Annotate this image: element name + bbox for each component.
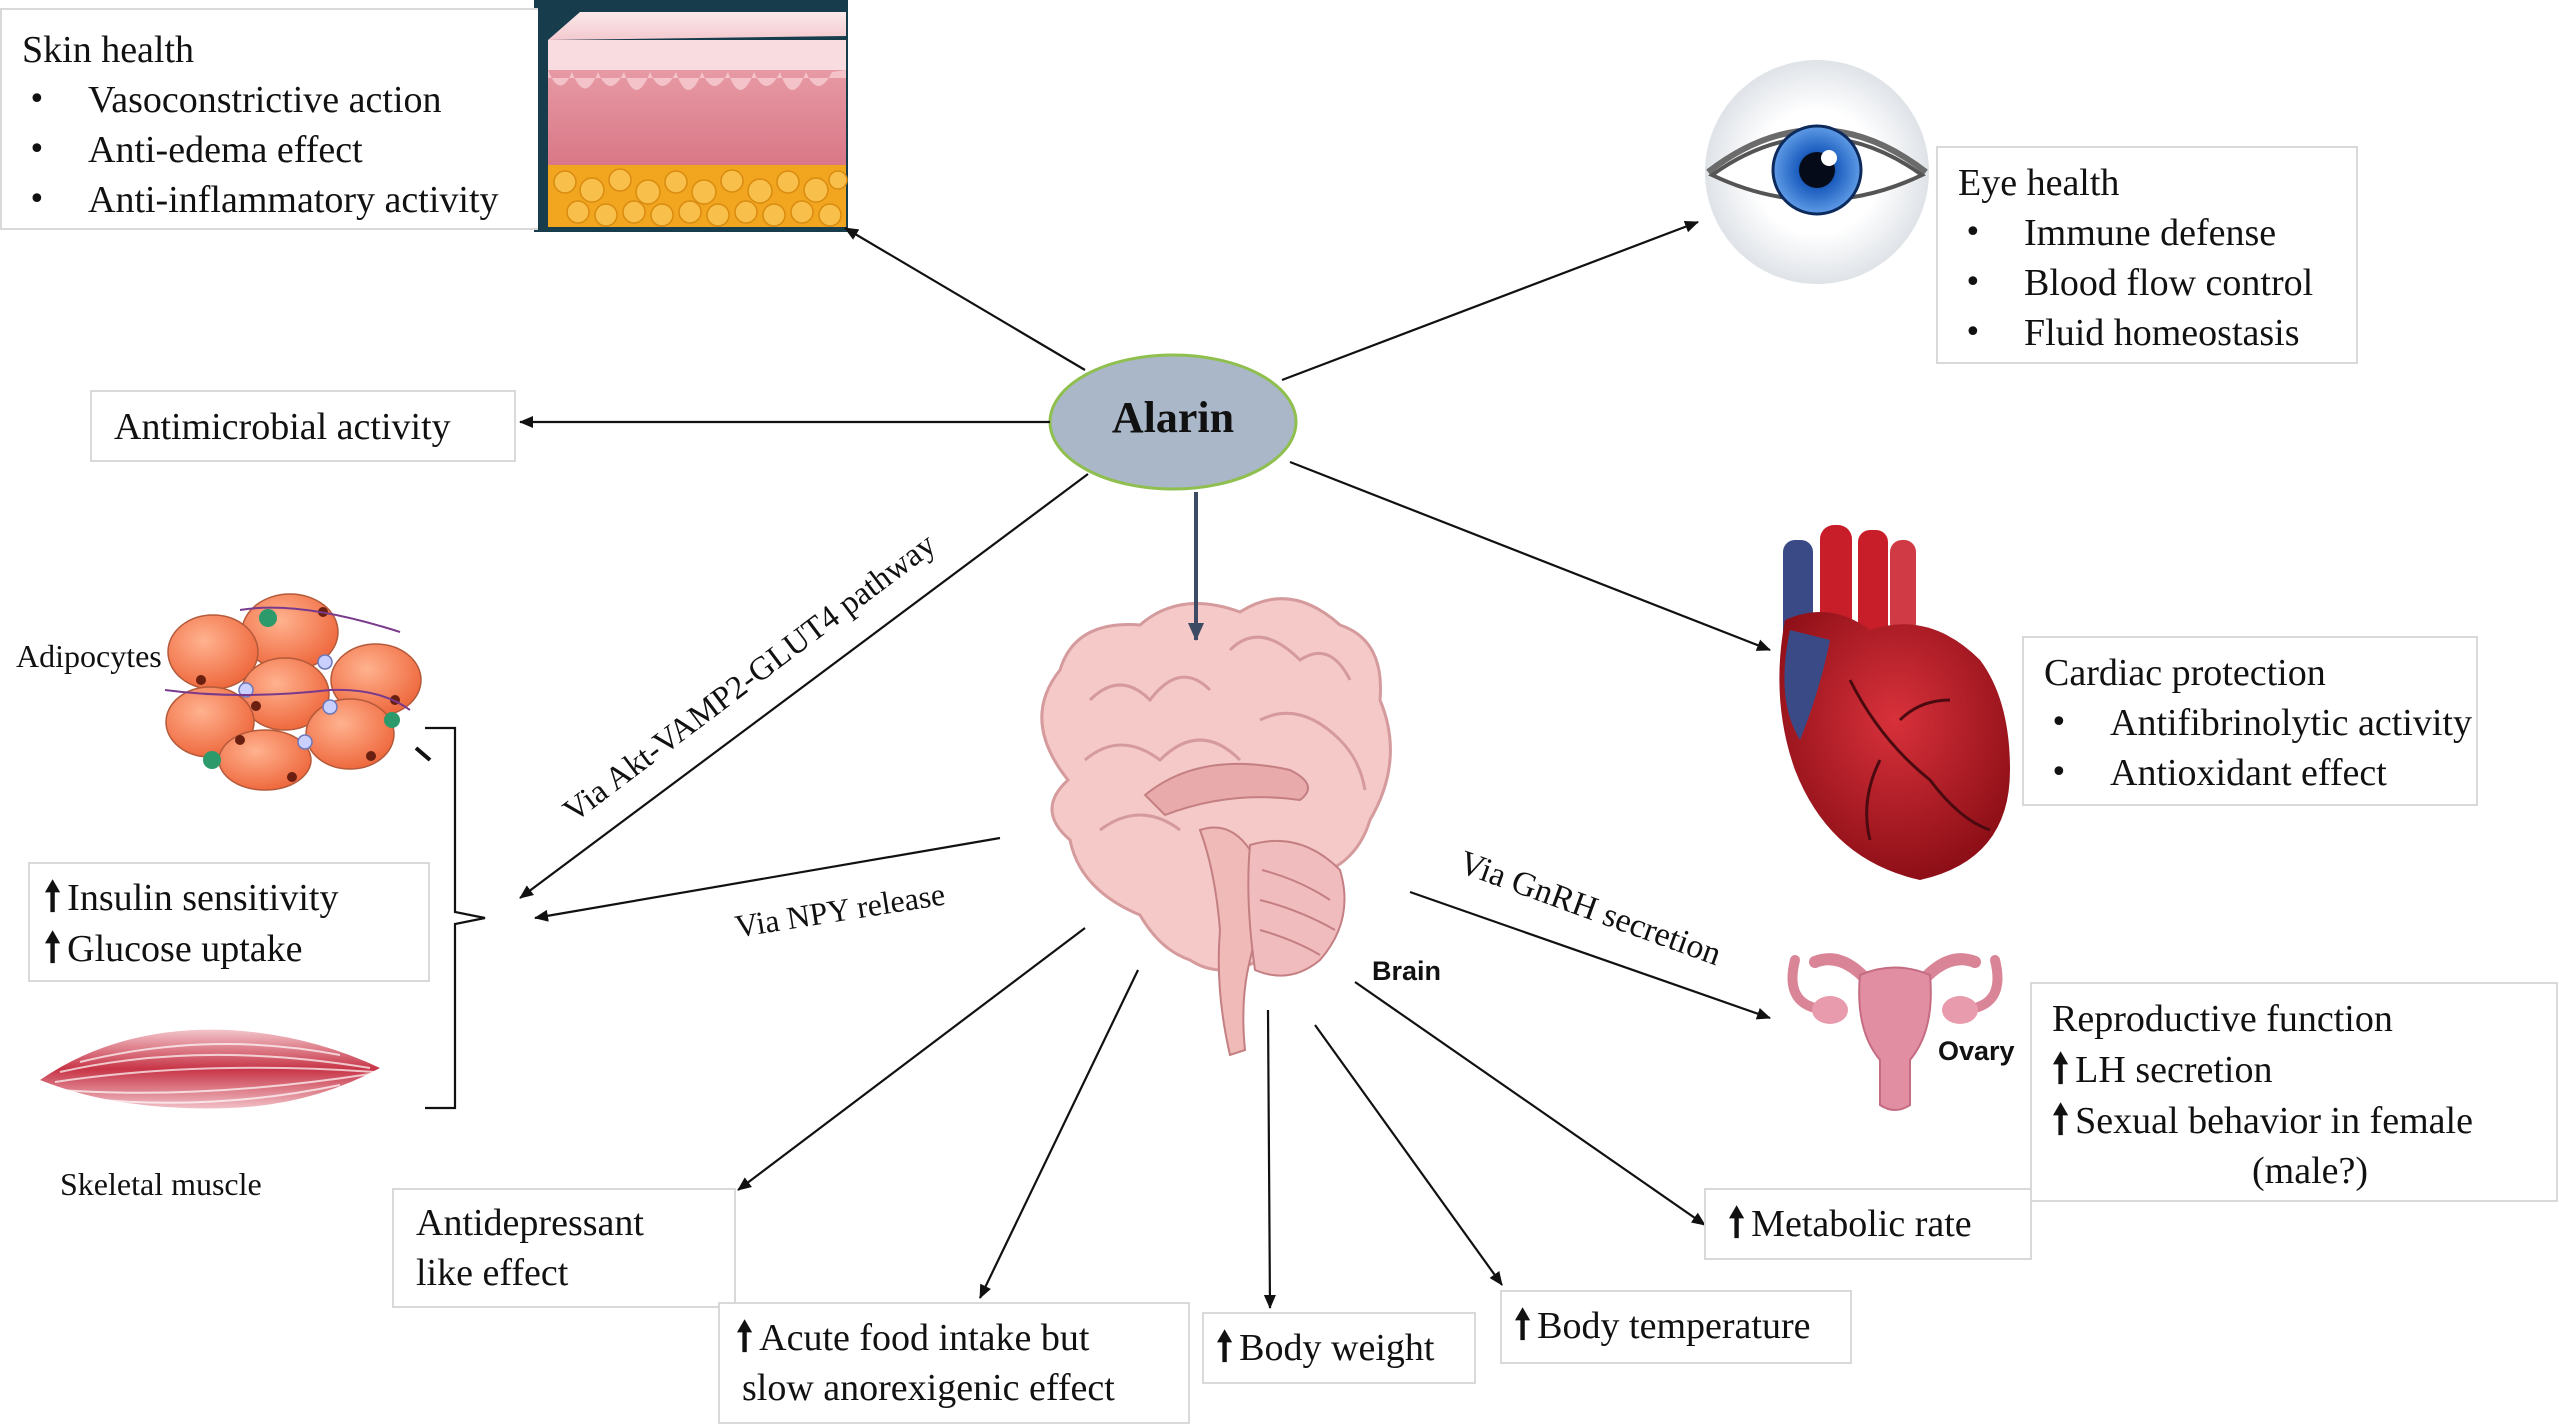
eye-health-box: Eye health Immune defense Blood flow con… bbox=[1936, 146, 2358, 364]
body-temperature-label: Body temperature bbox=[1537, 1305, 1811, 1347]
skeletal-muscle-label: Skeletal muscle bbox=[60, 1166, 262, 1202]
up-arrow-icon: 🠕 bbox=[1728, 1200, 1746, 1246]
adipocytes-illustration bbox=[164, 593, 422, 791]
tick-mark bbox=[414, 746, 432, 762]
antidepressant-box: Antidepressant like effect bbox=[392, 1188, 736, 1308]
antimicrobial-box: Antimicrobial activity bbox=[90, 390, 516, 462]
reproductive-title: Reproductive function bbox=[2052, 998, 2393, 1040]
eye-item: Fluid homeostasis bbox=[1958, 308, 2356, 358]
insulin-line: Glucose uptake bbox=[67, 928, 303, 970]
skin-illustration bbox=[534, 0, 848, 232]
eye-item: Immune defense bbox=[1958, 208, 2356, 258]
skin-item: Vasoconstrictive action bbox=[22, 75, 538, 125]
reproductive-line: (male?) bbox=[2252, 1150, 2369, 1192]
alarin-label: Alarin bbox=[1111, 393, 1235, 442]
arrow-to-body-temperature bbox=[1314, 1024, 1503, 1286]
cardiac-item: Antioxidant effect bbox=[2044, 748, 2476, 798]
skeletal-muscle-illustration bbox=[40, 1029, 380, 1109]
up-arrow-icon: 🠕 bbox=[1216, 1324, 1234, 1370]
antidepressant-line: Antidepressant bbox=[416, 1202, 644, 1244]
arrow-to-metabolic-rate bbox=[1354, 981, 1706, 1226]
arrow-to-metabolic-pathway bbox=[519, 473, 1089, 899]
eye-illustration bbox=[1705, 60, 1929, 284]
body-weight-label: Body weight bbox=[1239, 1327, 1435, 1369]
reproductive-line: Sexual behavior in female bbox=[2075, 1100, 2473, 1142]
food-line: slow anorexigenic effect bbox=[742, 1367, 1115, 1409]
body-temperature-box: 🠕Body temperature bbox=[1500, 1290, 1852, 1364]
body-weight-box: 🠕Body weight bbox=[1202, 1312, 1476, 1384]
up-arrow-icon: 🠕 bbox=[1514, 1302, 1532, 1348]
ovary-illustration bbox=[1787, 953, 2003, 1111]
skin-item: Anti-inflammatory activity bbox=[22, 175, 538, 225]
up-arrow-icon: 🠕 bbox=[736, 1314, 754, 1360]
metabolic-rate-label: Metabolic rate bbox=[1751, 1203, 1972, 1245]
skin-health-box: Skin health Vasoconstrictive action Anti… bbox=[0, 8, 538, 230]
arrow-gnrh bbox=[1409, 890, 1771, 1020]
adipocytes-label: Adipocytes bbox=[16, 638, 162, 674]
cardiac-box: Cardiac protection Antifibrinolytic acti… bbox=[2022, 636, 2478, 806]
brain-label: Brain bbox=[1372, 956, 1442, 986]
arrow-to-eye bbox=[1281, 220, 1699, 382]
arrow-to-body-weight bbox=[1263, 1009, 1276, 1309]
insulin-box: 🠕Insulin sensitivity 🠕Glucose uptake bbox=[28, 862, 430, 982]
up-arrow-icon: 🠕 bbox=[44, 874, 62, 920]
insulin-line: Insulin sensitivity bbox=[67, 877, 339, 919]
up-arrow-icon: 🠕 bbox=[44, 925, 62, 971]
antidepressant-line: like effect bbox=[416, 1252, 569, 1294]
reproductive-box: Reproductive function 🠕LH secretion 🠕Sex… bbox=[2030, 982, 2558, 1202]
cardiac-title: Cardiac protection bbox=[2044, 652, 2326, 694]
food-intake-box: 🠕Acute food intake but slow anorexigenic… bbox=[718, 1302, 1190, 1424]
bracket bbox=[425, 726, 486, 1110]
arrow-to-antidepressant bbox=[737, 927, 1086, 1191]
metabolic-rate-box: 🠕Metabolic rate bbox=[1704, 1188, 2032, 1260]
reproductive-line: LH secretion bbox=[2075, 1049, 2273, 1091]
antimicrobial-label: Antimicrobial activity bbox=[114, 406, 451, 448]
arrow-to-skin bbox=[844, 227, 1086, 371]
arrow-to-heart bbox=[1289, 460, 1771, 652]
skin-health-title: Skin health bbox=[22, 29, 195, 71]
up-arrow-icon: 🠕 bbox=[2052, 1097, 2070, 1143]
skin-item: Anti-edema effect bbox=[22, 125, 538, 175]
arrow-npy-release bbox=[534, 836, 1001, 922]
up-arrow-icon: 🠕 bbox=[2052, 1046, 2070, 1092]
ovary-label: Ovary bbox=[1938, 1036, 2015, 1066]
eye-health-title: Eye health bbox=[1958, 162, 2120, 204]
cardiac-item: Antifibrinolytic activity bbox=[2044, 698, 2476, 748]
food-line: Acute food intake but bbox=[759, 1317, 1090, 1359]
eye-item: Blood flow control bbox=[1958, 258, 2356, 308]
heart-illustration bbox=[1779, 525, 2010, 880]
brain-illustration bbox=[1040, 597, 1392, 1057]
arrow-to-food-intake bbox=[979, 969, 1139, 1299]
